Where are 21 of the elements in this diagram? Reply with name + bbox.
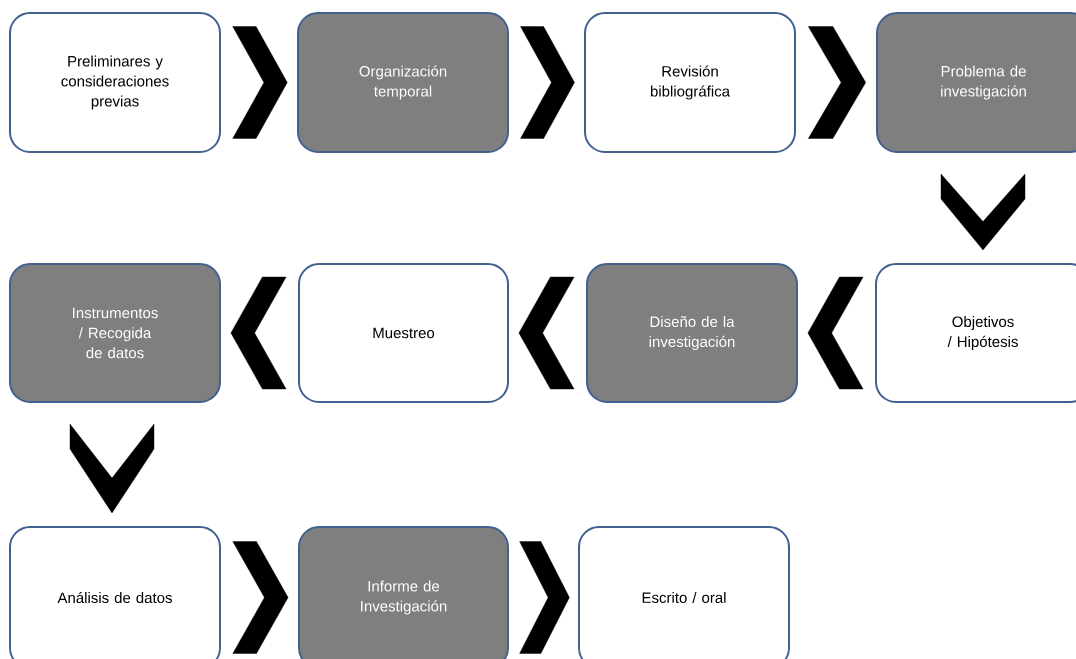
- process-box: Revisión bibliográfica: [584, 12, 796, 153]
- chevron-arrow: [807, 276, 864, 390]
- process-box: Diseño de la investigación: [586, 263, 798, 403]
- process-box: Instrumentos / Recogida de datos: [9, 263, 221, 403]
- process-box: Análisis de datos: [9, 526, 221, 659]
- process-box: Organización temporal: [297, 12, 509, 153]
- chevron-arrow: [519, 541, 570, 654]
- chevron-arrow: [232, 26, 288, 139]
- process-box: Preliminares y consideraciones previas: [9, 12, 221, 153]
- chevron-arrow: [940, 173, 1026, 251]
- chevron-arrow: [230, 276, 287, 390]
- process-box: Problema de investigación: [876, 12, 1076, 153]
- process-box: Muestreo: [298, 263, 509, 403]
- chevron-arrow: [808, 26, 866, 139]
- process-box: Informe de Investigación: [298, 526, 509, 659]
- chevron-arrow: [232, 541, 289, 654]
- process-box: Objetivos / Hipótesis: [875, 263, 1076, 403]
- process-box: Escrito / oral: [578, 526, 790, 659]
- chevron-arrow: [520, 26, 575, 139]
- chevron-arrow: [69, 423, 155, 514]
- chevron-arrow: [518, 276, 575, 390]
